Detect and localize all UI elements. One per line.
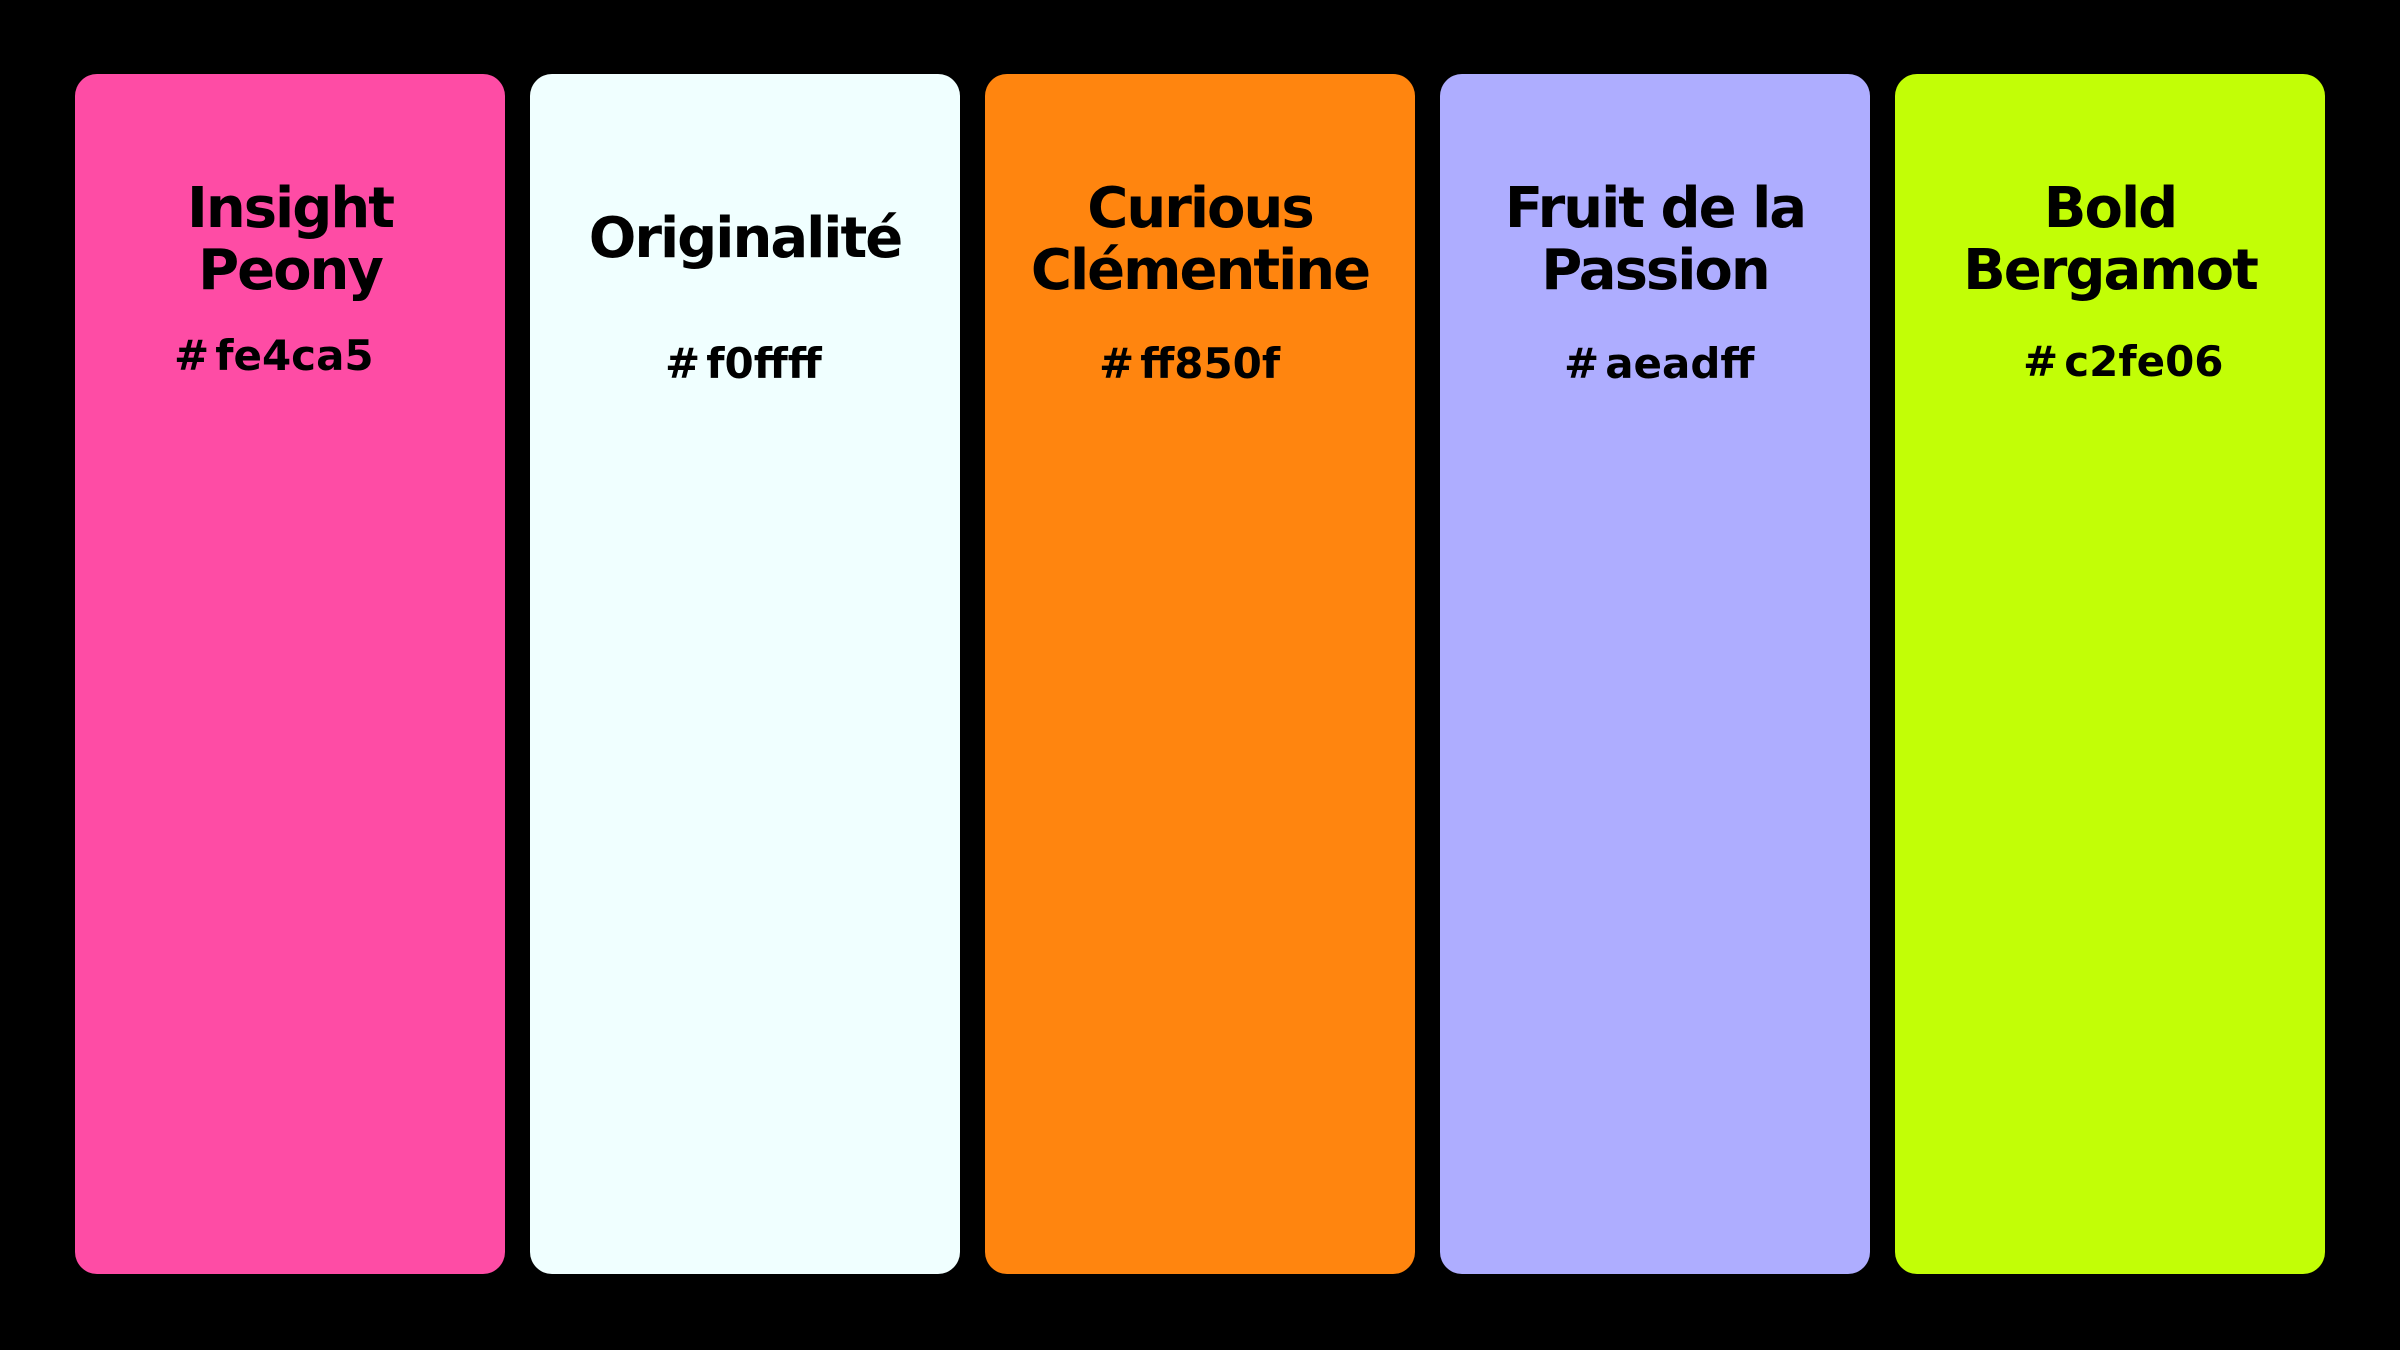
- swatch-hex-code: #fe4ca5: [174, 332, 374, 380]
- swatch-originalite: Originalité #f0ffff: [530, 74, 960, 1274]
- hex-value: aeadff: [1605, 339, 1755, 388]
- swatch-insight-peony: Insight Peony #fe4ca5: [75, 74, 505, 1274]
- hex-value: fe4ca5: [215, 331, 374, 380]
- swatch-name: Fruit de la Passion: [1504, 176, 1807, 303]
- hash-symbol: #: [1099, 339, 1135, 388]
- hex-value: c2fe06: [2064, 337, 2224, 386]
- hex-value: f0ffff: [706, 339, 822, 388]
- swatch-name: Curious Clémentine: [1030, 176, 1371, 303]
- swatch-hex-code: #f0ffff: [665, 340, 822, 388]
- swatch-name: Bold Bergamot: [1963, 176, 2259, 303]
- hash-symbol: #: [2023, 337, 2059, 386]
- hash-symbol: #: [1564, 339, 1600, 388]
- swatch-hex-code: #aeadff: [1564, 340, 1754, 388]
- swatch-bold-bergamot: Bold Bergamot #c2fe06: [1895, 74, 2325, 1274]
- swatch-name: Insight Peony: [187, 176, 395, 303]
- hex-value: ff850f: [1140, 339, 1281, 388]
- swatch-hex-code: #c2fe06: [2023, 338, 2224, 386]
- swatch-fruit-de-la-passion: Fruit de la Passion #aeadff: [1440, 74, 1870, 1274]
- swatch-name: Originalité: [588, 206, 904, 271]
- hash-symbol: #: [665, 339, 701, 388]
- swatch-hex-code: #ff850f: [1099, 340, 1280, 388]
- swatch-curious-clementine: Curious Clémentine #ff850f: [985, 74, 1415, 1274]
- hash-symbol: #: [174, 331, 210, 380]
